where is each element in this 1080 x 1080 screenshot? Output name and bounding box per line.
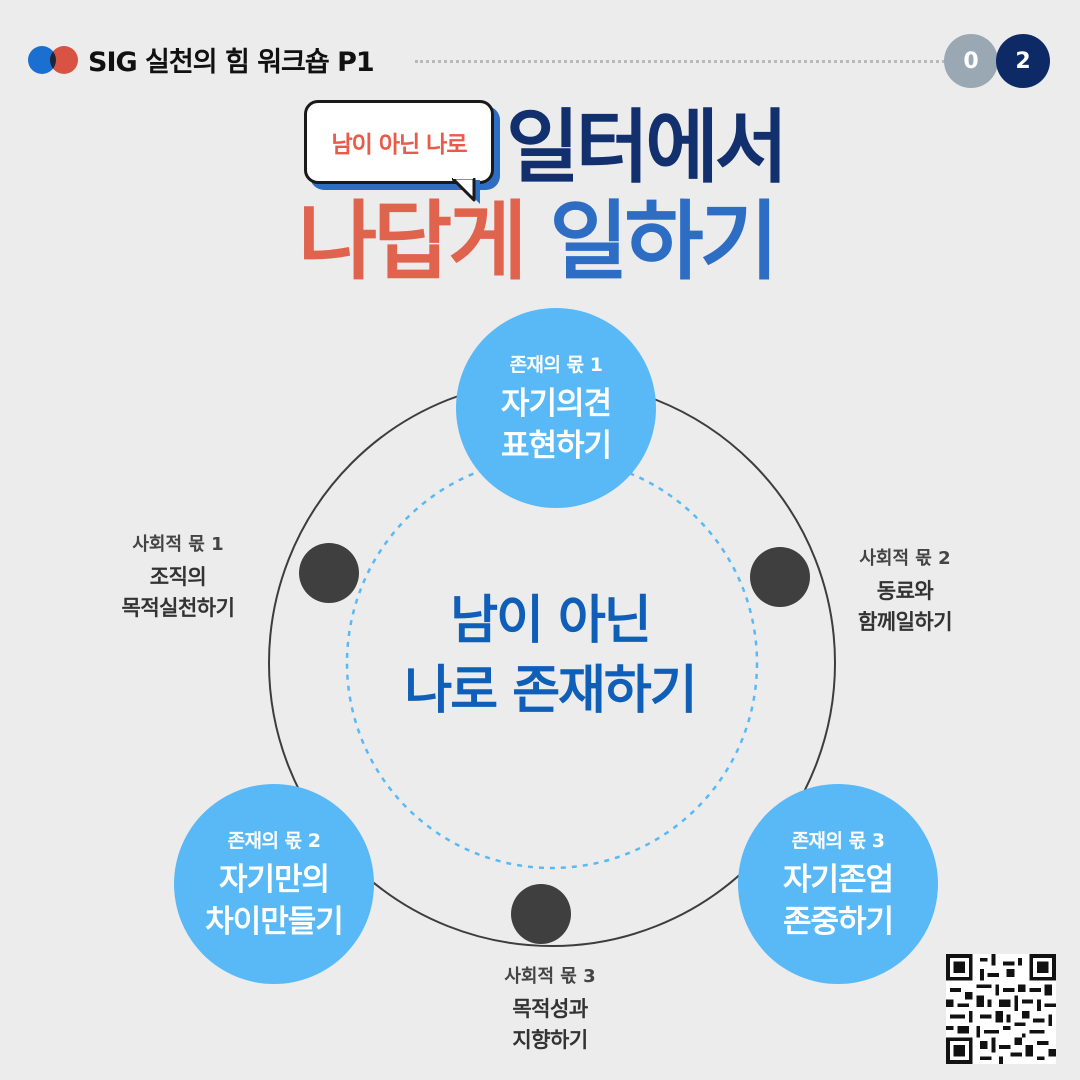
social-3-label: 사회적 몫 3 <box>504 966 596 987</box>
qr-code-icon[interactable] <box>946 954 1056 1064</box>
header-divider <box>415 60 950 63</box>
being-1-label: 존재의 몫 1 <box>509 353 603 376</box>
social-3-line-1: 목적성과 <box>512 997 588 1021</box>
social-2-line-2: 함께일하기 <box>857 610 953 634</box>
title-line-2-part-2: 일하기 <box>549 192 778 292</box>
being-1-line-1: 자기의견 <box>500 385 612 422</box>
title-line-2-part-1: 나답게 <box>298 192 527 292</box>
being-circle-2: 존재의 몫 2 자기만의 차이만들기 <box>174 784 374 984</box>
being-2-line-1: 자기만의 <box>218 861 330 898</box>
center-statement: 남이 아닌 나로 존재하기 <box>340 586 760 726</box>
social-dot-2 <box>750 547 810 607</box>
social-label-2: 사회적 몫 2 동료와 함께일하기 <box>815 544 995 638</box>
center-line-2: 나로 존재하기 <box>404 661 697 721</box>
title-line-1: 일터에서 <box>506 101 788 194</box>
speech-bubble: 남이 아닌 나로 <box>304 100 494 184</box>
social-2-label: 사회적 몫 2 <box>859 548 951 569</box>
header-title: SIG 실천의 힘 워크숍 P1 <box>88 47 375 78</box>
social-1-line-1: 조직의 <box>149 565 207 589</box>
speech-bubble-text: 남이 아닌 나로 <box>331 132 468 158</box>
logo-dot-red <box>50 46 78 74</box>
social-1-label: 사회적 몫 1 <box>132 534 224 555</box>
page-number-second-digit: 2 <box>996 34 1050 88</box>
being-1-line-2: 표현하기 <box>500 427 612 464</box>
being-circle-3: 존재의 몫 3 자기존엄 존중하기 <box>738 784 938 984</box>
social-2-line-1: 동료와 <box>876 579 934 603</box>
being-3-label: 존재의 몫 3 <box>791 829 885 852</box>
being-3-line-1: 자기존엄 <box>782 861 894 898</box>
being-2-label: 존재의 몫 2 <box>227 829 321 852</box>
social-3-line-2: 지향하기 <box>512 1028 588 1052</box>
being-circle-1: 존재의 몫 1 자기의견 표현하기 <box>456 308 656 508</box>
being-2-line-2: 차이만들기 <box>205 903 344 940</box>
social-label-3: 사회적 몫 3 목적성과 지향하기 <box>460 962 640 1056</box>
page-number-first-digit: 0 <box>944 34 998 88</box>
social-1-line-2: 목적실천하기 <box>121 596 235 620</box>
social-label-1: 사회적 몫 1 조직의 목적실천하기 <box>88 530 268 624</box>
social-dot-1 <box>299 543 359 603</box>
being-3-line-2: 존중하기 <box>782 903 894 940</box>
speech-bubble-tail-icon <box>452 178 480 204</box>
center-line-1: 남이 아닌 <box>450 591 651 651</box>
title-line-2: 나답게 일하기 <box>298 192 779 292</box>
inner-dashed-ring <box>345 456 759 870</box>
social-dot-3 <box>511 884 571 944</box>
